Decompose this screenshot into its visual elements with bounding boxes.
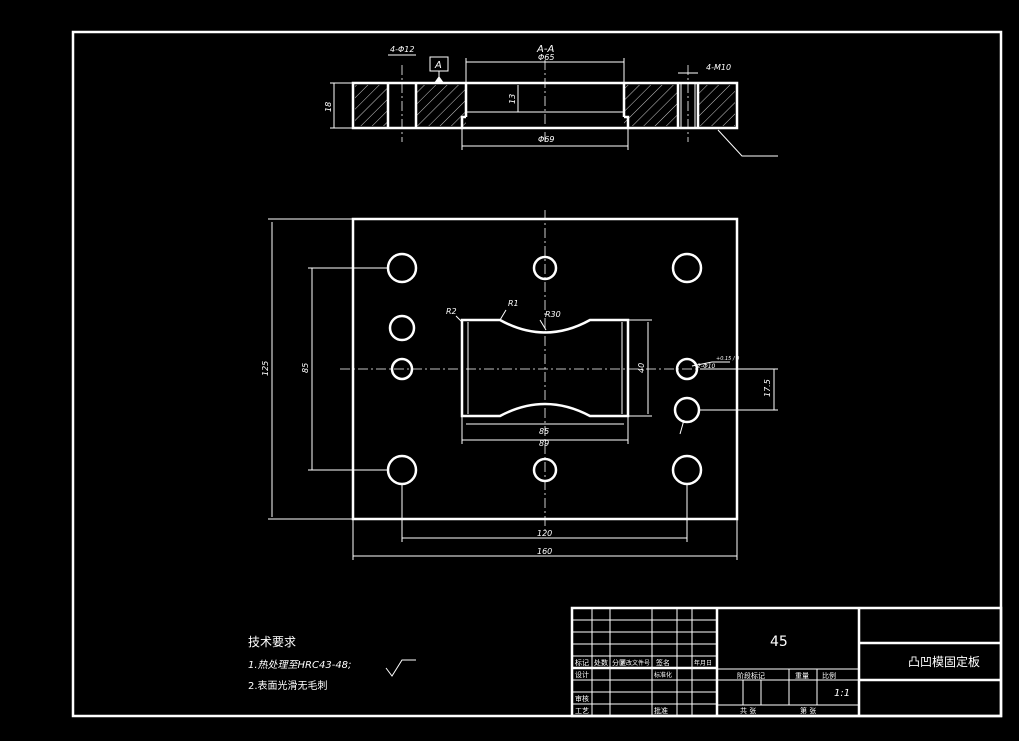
dim-bottom-bore: Φ69 xyxy=(538,135,554,144)
title-col-weight: 重量 xyxy=(795,672,809,680)
label-pin: 2-Φ10 xyxy=(697,363,716,370)
title-sheet-no: 第 张 xyxy=(800,706,816,715)
title-row-label-5: 年月日 xyxy=(694,659,712,667)
title-part-name: 凸凹模固定板 xyxy=(908,654,980,669)
title-row-label-4: 签名 xyxy=(656,658,670,667)
dim-holes-left: 4-Φ12 xyxy=(390,45,414,54)
label-r2: R2 xyxy=(446,307,457,316)
dim-w-holes: 120 xyxy=(537,529,552,538)
dim-depth: 13 xyxy=(508,94,517,104)
label-r1: R1 xyxy=(508,299,519,308)
dim-top-bore: Φ65 xyxy=(538,53,554,62)
dim-cav-h: 40 xyxy=(637,363,646,373)
section-title: A-A xyxy=(536,44,554,55)
title-checker: 审核 xyxy=(575,694,589,703)
label-tol: +0.15 / 0 xyxy=(716,356,739,362)
datum-label: A xyxy=(434,60,442,71)
title-approve: 批准 xyxy=(654,706,668,715)
title-material: 45 xyxy=(770,634,788,650)
dim-h-total: 125 xyxy=(261,361,270,376)
title-process: 工艺 xyxy=(575,707,589,715)
sheet-border xyxy=(71,30,1003,718)
title-row-label-2: 分区 xyxy=(612,658,626,667)
tech-req-line1: 1.热处理至HRC43-48; xyxy=(248,659,351,671)
title-col-scale: 比例 xyxy=(822,671,836,680)
title-row-label-3: 更改文件号 xyxy=(620,659,650,667)
dim-w-total: 160 xyxy=(537,547,552,556)
title-scale: 1:1 xyxy=(834,688,850,699)
section-view xyxy=(330,54,778,157)
title-standard: 标准化 xyxy=(654,671,672,679)
tech-req-title: 技术要求 xyxy=(248,635,296,649)
surface-roughness-symbol xyxy=(385,659,416,677)
dim-h-holes: 85 xyxy=(301,363,310,373)
tech-req-line2: 2.表面光滑无毛刺 xyxy=(248,679,328,692)
title-block xyxy=(570,606,1003,718)
title-row-label-0: 标记 xyxy=(575,658,589,667)
title-designer: 设计 xyxy=(575,670,589,679)
title-col-stage: 阶段标记 xyxy=(737,671,765,680)
title-sheet-total: 共 张 xyxy=(740,706,756,715)
dim-holes-right: 4-M10 xyxy=(706,63,731,72)
dim-cav-w2: 89 xyxy=(539,439,549,448)
dim-thickness: 18 xyxy=(324,102,333,112)
label-r30: R30 xyxy=(545,310,561,319)
dim-cav-w1: 85 xyxy=(539,427,549,436)
dim-pitch: 17.5 xyxy=(763,379,772,397)
title-row-label-1: 处数 xyxy=(594,658,608,667)
plan-view xyxy=(268,210,778,560)
